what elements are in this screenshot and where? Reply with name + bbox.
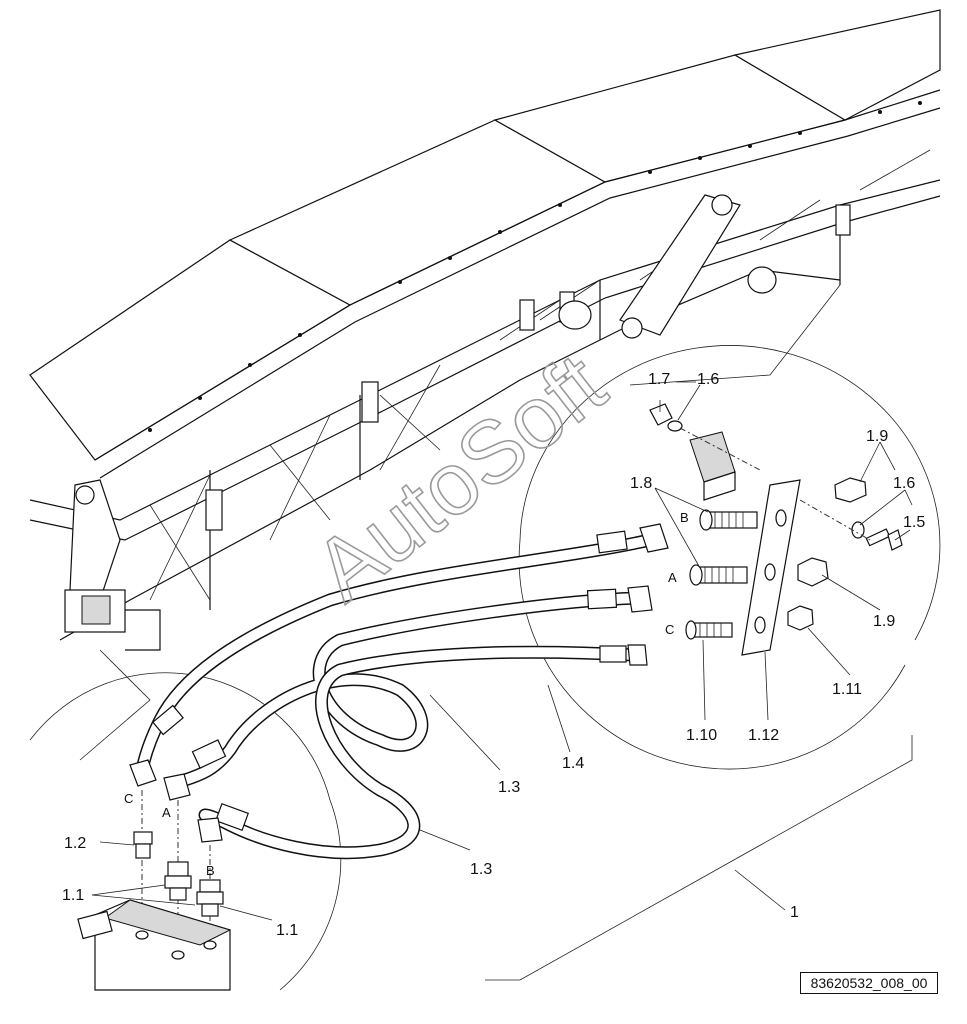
callout-1-11: 1.11 xyxy=(832,681,862,698)
boom-cover-4 xyxy=(733,9,941,121)
hoses xyxy=(129,523,669,860)
fitting-b xyxy=(699,509,758,531)
hose-clamp-1 xyxy=(205,489,223,531)
pivot-arm xyxy=(619,194,741,336)
callout-1-3-top: 1.3 xyxy=(498,779,520,796)
boom-structure xyxy=(29,9,941,651)
callout-1-2: 1.2 xyxy=(64,835,86,852)
hose-clamp-3 xyxy=(519,299,535,331)
callout-1-1-left: 1.1 xyxy=(62,887,84,904)
hose-c xyxy=(198,645,642,860)
port-letter-right-c: C xyxy=(665,622,674,637)
callout-1-6-right: 1.6 xyxy=(893,475,915,492)
callout-1-9-mid: 1.9 xyxy=(873,613,895,630)
adapter-1-1-a xyxy=(164,861,192,901)
callout-1-4: 1.4 xyxy=(562,755,584,772)
boom-end-plate xyxy=(69,479,121,601)
callout-1-6-top: 1.6 xyxy=(697,371,719,388)
fitting-c xyxy=(685,620,733,640)
callout-1-10: 1.10 xyxy=(686,727,717,744)
callout-labels: 1.7 1.6 1.9 1.6 1.5 1.8 1.9 1.11 1.10 1.… xyxy=(62,371,925,939)
nut-1-9-mid xyxy=(797,557,829,587)
port-letter-right-b: B xyxy=(680,510,689,525)
bolt-1-5 xyxy=(865,528,903,551)
callout-1-8: 1.8 xyxy=(630,475,652,492)
port-letter-right-a: A xyxy=(668,570,677,585)
fitting-assembly-left xyxy=(77,790,232,991)
drawing-reference-code: 83620532_008_00 xyxy=(800,972,938,994)
nut-1-11 xyxy=(787,605,814,631)
port-letter-left-c: C xyxy=(124,791,133,806)
accumulator-1 xyxy=(558,300,592,330)
adapter-1-2 xyxy=(133,831,153,859)
callout-1-5: 1.5 xyxy=(903,514,925,531)
callout-1-3-bottom: 1.3 xyxy=(470,861,492,878)
hose-clamp-2 xyxy=(361,381,379,423)
fitting-assembly-right xyxy=(649,403,903,656)
nut-1-9-top xyxy=(834,477,867,503)
callout-1-12: 1.12 xyxy=(748,727,779,744)
callout-1-1-right: 1.1 xyxy=(276,922,298,939)
callout-1: 1 xyxy=(790,904,799,921)
fitting-a xyxy=(689,564,748,586)
detail-circle-left xyxy=(29,649,342,991)
port-letters: B A C C A B xyxy=(124,510,689,878)
valve-body xyxy=(77,899,232,991)
nut-1-7 xyxy=(649,403,673,426)
hose-a xyxy=(178,591,647,787)
leader-lines xyxy=(91,381,913,921)
adapter-1-1-b xyxy=(196,879,224,917)
callout-1-7: 1.7 xyxy=(648,371,670,388)
accumulator-2 xyxy=(747,266,777,294)
port-letter-left-a: A xyxy=(162,805,171,820)
washer-1-6-top xyxy=(667,420,683,432)
port-letter-left-b: B xyxy=(206,863,215,878)
callout-1-9-top: 1.9 xyxy=(866,428,888,445)
